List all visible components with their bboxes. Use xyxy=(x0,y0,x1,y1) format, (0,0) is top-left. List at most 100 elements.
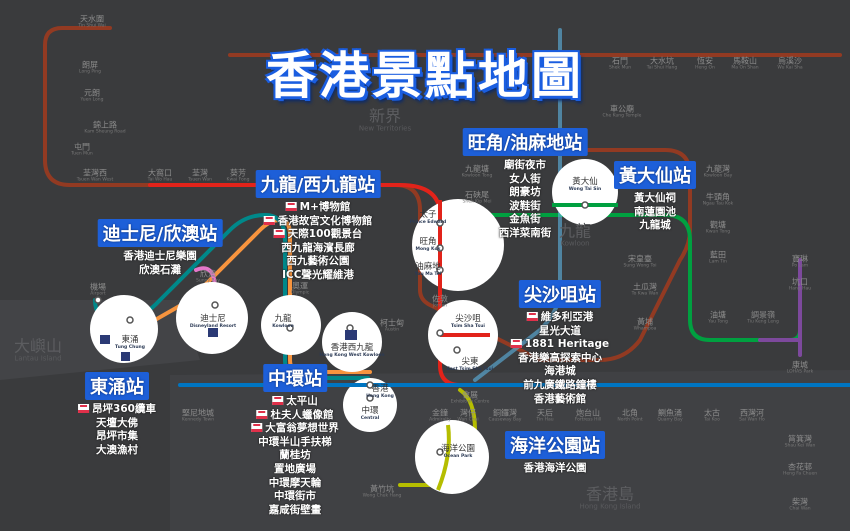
attraction-group: 迪士尼/欣澳站香港迪士尼樂園欣澳石灘 xyxy=(97,219,223,278)
station-group-title: 海洋公園站 xyxy=(505,431,605,459)
attraction-item: 南蓮園池 xyxy=(614,206,696,220)
station-name-zh: 香港 xyxy=(371,384,389,394)
attraction-item: 香港故宮文化博物館 xyxy=(256,215,381,229)
attraction-item: 波鞋街 xyxy=(463,200,588,214)
station-name-zh: 機場 xyxy=(90,282,106,292)
station-name-zh: 朗屏 xyxy=(82,60,98,70)
station-name-en: Wong Tai Sin xyxy=(568,186,602,192)
station-group-title: 黃大仙站 xyxy=(614,161,696,189)
station-name-zh: 迪士尼 xyxy=(200,314,226,324)
ticket-icon xyxy=(273,229,285,239)
attraction-item: 九龍城 xyxy=(614,219,696,233)
region-name-zh: 新界 xyxy=(368,106,401,126)
station-name-zh: 油塘 xyxy=(710,310,726,320)
station-name-en: Tung Chung xyxy=(115,344,145,350)
high-speed-rail-icon xyxy=(345,330,357,340)
station-name-en: Ocean Park xyxy=(443,453,473,459)
attraction-name: 香港海洋公園 xyxy=(523,462,587,474)
station-name-zh: 藍田 xyxy=(709,250,726,260)
station-name-en: To Kwa Wan xyxy=(631,291,659,297)
attraction-name: 維多利亞港 xyxy=(540,311,594,323)
station-name-zh: 油麻地 xyxy=(415,262,441,272)
station-name-en: Shek Mun xyxy=(608,65,632,71)
region-name-zh: 香港島 xyxy=(585,484,635,504)
attraction-item: 置地廣場 xyxy=(251,463,339,477)
station-group-title: 迪士尼/欣澳站 xyxy=(97,219,223,247)
attraction-item: 昂坪市集 xyxy=(78,430,156,444)
station-name-en: Tiu Keng Leng xyxy=(747,319,779,325)
station-name-en: Hang Hau xyxy=(788,286,812,292)
station-group-title: 尖沙咀站 xyxy=(519,280,601,308)
station-group-title: 旺角/油麻地站 xyxy=(462,128,588,156)
station-name-en: Hong Kong xyxy=(366,393,394,399)
station-name-en: Tai Wo Hau xyxy=(147,177,173,183)
station-name-en: Kennedy Town xyxy=(181,417,215,423)
attraction-name: 金魚街 xyxy=(509,213,541,226)
region-name-en: Hong Kong Island xyxy=(579,501,641,510)
circle-wong-tai-sin xyxy=(552,159,618,225)
attraction-item: 廟街夜市 xyxy=(463,159,588,173)
station-name-en: Kam Sheung Road xyxy=(84,129,126,135)
region-name-en: Kowloon xyxy=(560,238,590,247)
ticket-icon xyxy=(510,339,522,349)
station-name-en: Po Lam xyxy=(791,263,809,269)
station-name-zh: 寶琳 xyxy=(791,254,808,264)
station-name-en: Sung Wong Toi xyxy=(623,263,657,269)
attraction-name: 南蓮園池 xyxy=(634,205,676,218)
station-name-zh: 九龍塘 xyxy=(465,164,489,174)
attraction-group: 旺角/油麻地站廟街夜市女人街朗豪坊波鞋街金魚街西洋菜南街 xyxy=(462,128,588,241)
station-name-en: Sai Wan Ho xyxy=(739,417,765,423)
station-name-en: Causeway Bay xyxy=(488,417,522,423)
station-name-zh: 石門 xyxy=(611,56,628,66)
attraction-item: 1881 Heritage xyxy=(510,338,609,352)
station-name-en: Che Kung Temple xyxy=(602,113,642,119)
attraction-name: 香港迪士尼樂園 xyxy=(123,250,197,262)
station-name-en: Kowloon Bay xyxy=(703,173,733,179)
station-name-zh: 土瓜灣 xyxy=(632,282,657,292)
station-name-zh: 堅尼地城 xyxy=(181,408,214,418)
station-name-en: LOHAS Park xyxy=(786,369,814,375)
station-name-zh: 佐敦 xyxy=(432,294,448,304)
attraction-name: 置地廣場 xyxy=(274,462,316,475)
attraction-item: 欣澳石灘 xyxy=(98,264,223,278)
station-group-title: 東涌站 xyxy=(84,372,149,400)
attraction-name: 星光大道 xyxy=(539,324,581,337)
station-name-zh: 炮台山 xyxy=(575,408,600,418)
station-name-zh: 尖沙咀 xyxy=(455,314,481,324)
attraction-name: 黃大仙祠 xyxy=(634,192,676,204)
attraction-item: 星光大道 xyxy=(511,325,609,339)
station-name-zh: 灣仔 xyxy=(460,408,476,418)
station-name-zh: 太古 xyxy=(704,408,720,418)
station-name-en: Whampoa xyxy=(633,326,657,332)
line-tuen-ma-northwest xyxy=(43,26,112,162)
attraction-item: 西九藝術公園 xyxy=(256,255,381,269)
